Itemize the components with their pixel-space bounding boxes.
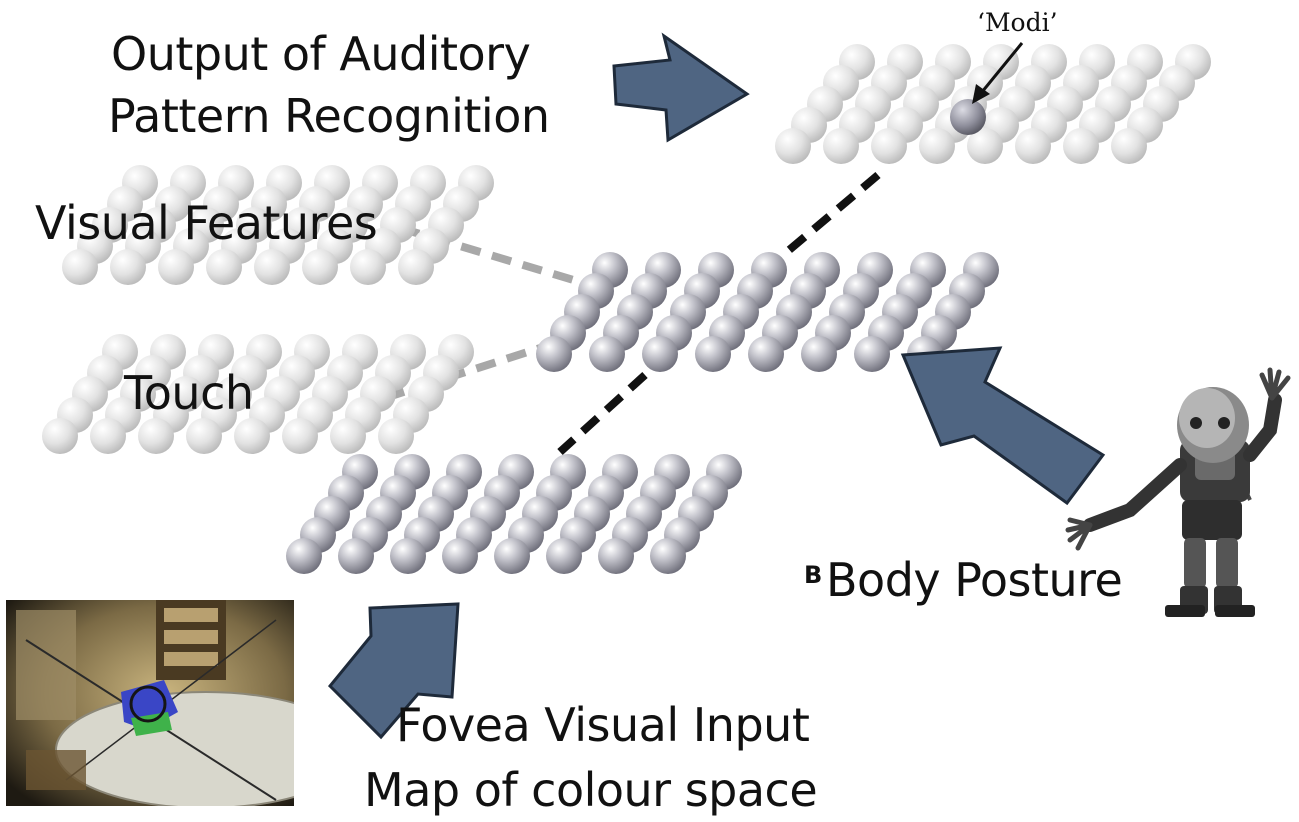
map-node xyxy=(642,336,678,372)
map-node xyxy=(302,249,338,285)
map-node xyxy=(1063,128,1099,164)
map-node xyxy=(282,418,318,454)
modi-node xyxy=(950,99,986,135)
visual-features-map xyxy=(62,165,494,285)
arrow-auditory-input xyxy=(612,32,750,143)
body-posture-label: Body Posture xyxy=(826,553,1123,607)
map-node xyxy=(90,418,126,454)
map-node xyxy=(494,538,530,574)
auditory-map xyxy=(775,44,1211,164)
touch-label: Touch xyxy=(124,366,254,420)
fovea-label-line1: Fovea Visual Input xyxy=(396,698,810,752)
link-central-to-fovea xyxy=(557,372,648,455)
map-node xyxy=(589,336,625,372)
map-node xyxy=(110,249,146,285)
map-node xyxy=(286,538,322,574)
map-node xyxy=(158,249,194,285)
fovea-camera-photo xyxy=(6,600,294,806)
map-node xyxy=(330,418,366,454)
map-node xyxy=(442,538,478,574)
map-node xyxy=(871,128,907,164)
map-node xyxy=(390,538,426,574)
map-node xyxy=(598,538,634,574)
map-node xyxy=(854,336,890,372)
map-node xyxy=(1111,128,1147,164)
map-node xyxy=(801,336,837,372)
map-node xyxy=(775,128,811,164)
map-node xyxy=(186,418,222,454)
body-posture-tag: B xyxy=(804,561,823,589)
auditory-label-line2: Pattern Recognition xyxy=(108,89,550,143)
fovea-label-line2: Map of colour space xyxy=(364,763,818,817)
link-auditory-to-central xyxy=(772,171,881,266)
modi-label: ‘Modi’ xyxy=(977,8,1058,37)
map-node xyxy=(206,249,242,285)
map-node xyxy=(338,538,374,574)
touch-map xyxy=(42,334,474,454)
map-node xyxy=(919,128,955,164)
link-touch-to-central xyxy=(383,344,542,402)
map-node xyxy=(748,336,784,372)
map-node xyxy=(695,336,731,372)
map-node xyxy=(254,249,290,285)
map-node xyxy=(1015,128,1051,164)
arrow-body-posture-input xyxy=(900,346,1106,506)
map-node xyxy=(138,418,174,454)
map-node xyxy=(823,128,859,164)
modi-pointer-arrow xyxy=(972,42,1024,104)
map-node xyxy=(398,249,434,285)
map-node xyxy=(536,336,572,372)
map-node xyxy=(967,128,1003,164)
map-node xyxy=(378,418,414,454)
map-node xyxy=(234,418,270,454)
central-map xyxy=(536,252,999,372)
fovea-map xyxy=(286,454,742,574)
map-node xyxy=(350,249,386,285)
visual-features-label: Visual Features xyxy=(35,196,378,250)
map-node xyxy=(42,418,78,454)
map-node xyxy=(546,538,582,574)
arrow-fovea-input xyxy=(327,602,460,740)
map-node xyxy=(650,538,686,574)
robot-figure xyxy=(1065,367,1291,617)
map-node xyxy=(62,249,98,285)
auditory-label-line1: Output of Auditory xyxy=(111,27,531,81)
